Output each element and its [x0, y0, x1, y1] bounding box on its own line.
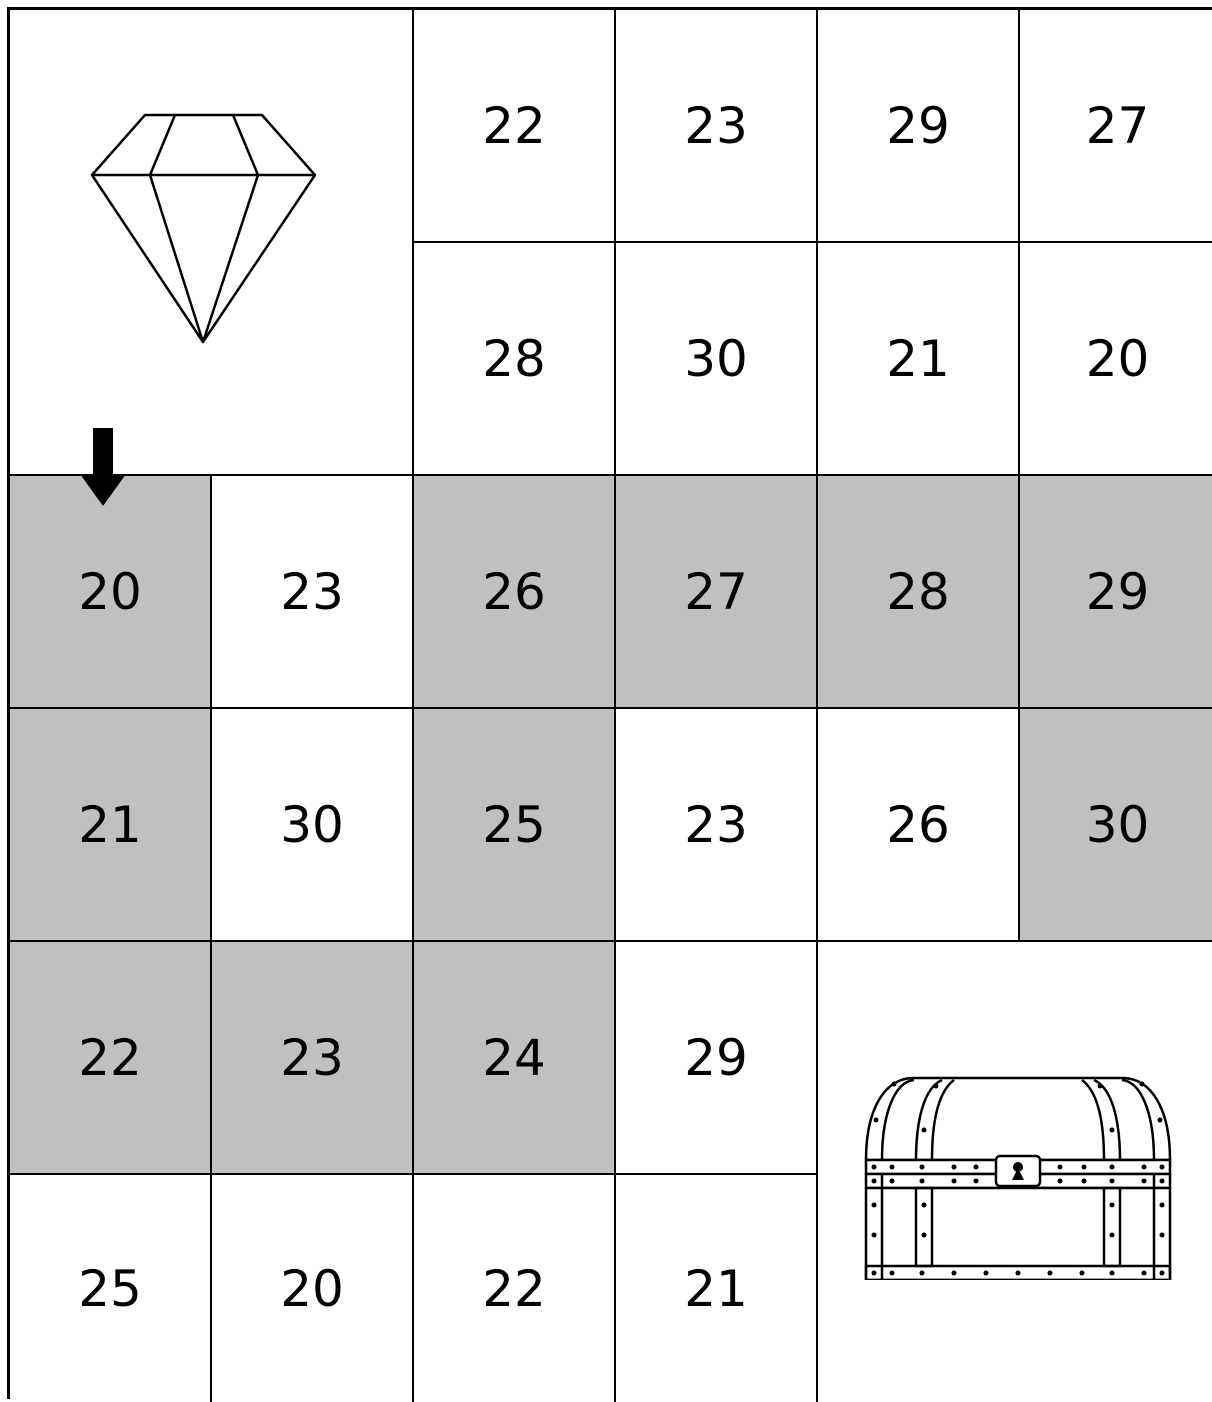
grid-cell-r1-c3[interactable]: 22 — [414, 10, 616, 243]
grid-cell-r2-c3[interactable]: 28 — [414, 243, 616, 476]
grid-cell-r4-c2[interactable]: 30 — [212, 709, 414, 942]
grid-cell-r6-c1[interactable]: 25 — [10, 1175, 212, 1402]
grid-cell-r4-c5[interactable]: 26 — [818, 709, 1020, 942]
grid-cell-r6-c4[interactable]: 21 — [616, 1175, 818, 1402]
grid-cell-r1-c4[interactable]: 23 — [616, 10, 818, 243]
grid-cell-r3-c4[interactable]: 27 — [616, 476, 818, 709]
grid-cell-r2-c6[interactable]: 20 — [1020, 243, 1212, 476]
grid-cell-r5-c3[interactable]: 24 — [414, 942, 616, 1175]
treasure-chest-icon — [864, 1070, 1172, 1280]
grid-cell-r3-c3[interactable]: 26 — [414, 476, 616, 709]
grid-cell-r3-c1[interactable]: 20 — [10, 476, 212, 709]
grid-cell-r6-c2[interactable]: 20 — [212, 1175, 414, 1402]
grid-cell-r2-c4[interactable]: 30 — [616, 243, 818, 476]
grid-cell-r3-c6[interactable]: 29 — [1020, 476, 1212, 709]
grid-cell-r3-c5[interactable]: 28 — [818, 476, 1020, 709]
diamond-region — [10, 10, 414, 476]
grid-cell-r5-c2[interactable]: 23 — [212, 942, 414, 1175]
diamond-icon — [90, 110, 320, 345]
grid-cell-r3-c2[interactable]: 23 — [212, 476, 414, 709]
grid-cell-r4-c3[interactable]: 25 — [414, 709, 616, 942]
grid-cell-r5-c4[interactable]: 29 — [616, 942, 818, 1175]
grid-cell-r1-c6[interactable]: 27 — [1020, 10, 1212, 243]
treasure-region — [818, 942, 1212, 1402]
grid-cell-r6-c3[interactable]: 22 — [414, 1175, 616, 1402]
arrow-down-icon — [80, 428, 126, 508]
grid-cell-r4-c1[interactable]: 21 — [10, 709, 212, 942]
game-board: 22 23 29 27 28 30 21 20 20 23 26 27 28 2… — [7, 7, 1212, 1399]
grid-cell-r2-c5[interactable]: 21 — [818, 243, 1020, 476]
grid-cell-r5-c1[interactable]: 22 — [10, 942, 212, 1175]
grid-cell-r1-c5[interactable]: 29 — [818, 10, 1020, 243]
grid-cell-r4-c6[interactable]: 30 — [1020, 709, 1212, 942]
grid-cell-r4-c4[interactable]: 23 — [616, 709, 818, 942]
